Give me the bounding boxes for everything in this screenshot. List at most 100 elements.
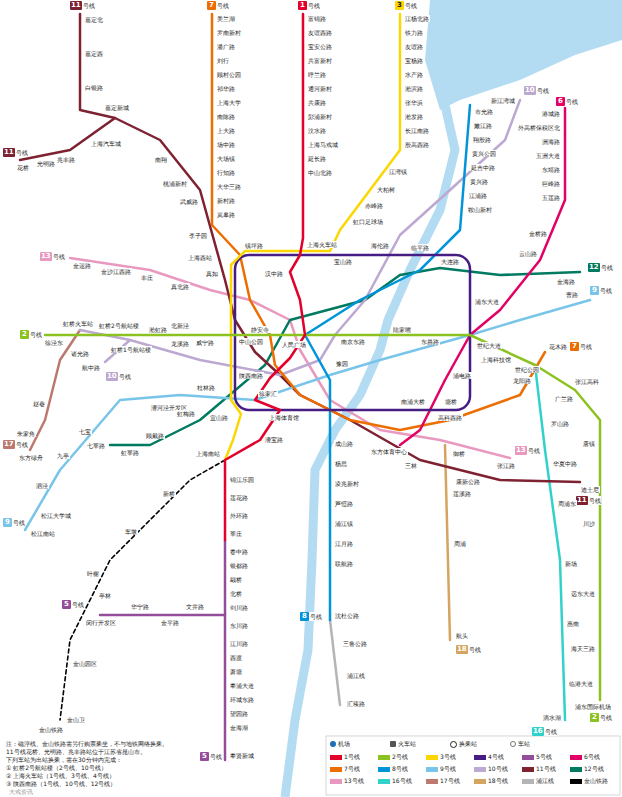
line-badge: 18号线 <box>456 645 481 654</box>
line-suffix: 号线 <box>82 1 95 10</box>
station-name: 新场 <box>564 560 578 567</box>
station-name: 港城路 <box>541 110 561 117</box>
station-name: 南陈路 <box>216 113 236 120</box>
watermark: 大戏资讯 <box>8 788 34 795</box>
line-badge: 2号线 <box>590 713 612 722</box>
station-name: 上海马戏城 <box>307 141 339 148</box>
line-number: 13 <box>40 252 52 261</box>
station-name: 金平路 <box>160 619 180 626</box>
line-suffix: 号线 <box>565 97 578 106</box>
station-name: 莲花路 <box>229 494 249 501</box>
station-name: 锦江乐园 <box>229 476 255 483</box>
station-name: 行知路 <box>216 169 236 176</box>
station-name: 真北路 <box>170 283 190 290</box>
station-name: 金海路 <box>556 278 576 285</box>
station-name: 延长路 <box>307 155 327 162</box>
line-badge: 10号线 <box>524 86 549 95</box>
legend-symbol <box>390 741 396 747</box>
legend-item: 5号线 <box>522 753 552 761</box>
station-name: 浦东大道 <box>474 298 500 305</box>
station-name: 颛桥 <box>229 576 243 583</box>
station-name: 黄兴公园 <box>471 150 497 157</box>
legend-text: 2号线 <box>392 753 408 761</box>
legend-swatch <box>474 779 486 784</box>
estuary <box>425 0 622 110</box>
line-badge: 5号线 <box>200 752 222 761</box>
station-name: 江浦路 <box>468 192 488 199</box>
station-name: 张江高科 <box>574 378 600 385</box>
station-name: 华宁路 <box>130 603 150 610</box>
line-suffix: 号线 <box>599 286 612 295</box>
station-name: 罗南新村 <box>216 29 242 36</box>
station-name: 泗泾 <box>35 482 49 489</box>
station-name: 虹梅路 <box>176 410 196 417</box>
station-name: 金山卫 <box>66 716 86 723</box>
line-badge: 3号线 <box>395 1 417 10</box>
station-name: 莲溪路 <box>452 490 472 497</box>
station-name: 航中路 <box>81 364 101 371</box>
station-name: 杨思 <box>334 460 348 467</box>
station-name: 汇臻路 <box>346 700 366 707</box>
metro-line <box>445 445 450 640</box>
line-badge: 16号线 <box>532 727 557 736</box>
note-text: ① 虹桥2号航站楼（2号线、10号线） <box>5 764 108 771</box>
station-name: 宝安公路 <box>307 43 333 50</box>
station-name: 康新公路 <box>455 478 481 485</box>
legend-swatch <box>570 755 582 760</box>
station-name: 丰庄 <box>140 274 154 281</box>
station-name: 兆丰路 <box>56 156 76 163</box>
line-suffix: 号线 <box>118 372 131 381</box>
station-name: 川沙 <box>582 520 596 527</box>
station-name: 翔殷路 <box>472 136 492 143</box>
line-number: 16 <box>532 727 544 736</box>
station-name: 真如 <box>205 270 219 277</box>
station-name: 豫园 <box>335 360 349 367</box>
station-name: 航头 <box>455 632 469 639</box>
station-name: 光明路 <box>36 160 56 167</box>
metro-line <box>225 14 305 540</box>
legend-swatch <box>522 779 534 784</box>
station-name: 滴水湖 <box>542 714 562 721</box>
note-text: ③ 陕西南路（1号线、10号线、12号线） <box>5 780 117 787</box>
station-name: 汉中路 <box>264 270 284 277</box>
line-badge: 9号线 <box>590 286 612 295</box>
legend-swatch <box>378 767 390 772</box>
station-name: 白银路 <box>84 84 104 91</box>
line-suffix: 号线 <box>404 1 417 10</box>
station-name: 浦电路 <box>452 372 472 379</box>
station-name: 海伦路 <box>370 242 390 249</box>
station-name: 惠南 <box>566 620 580 627</box>
station-name: 上海大学 <box>216 99 242 106</box>
line-suffix: 号线 <box>468 645 481 654</box>
line-number: 11 <box>576 496 588 505</box>
station-name: 虹桥2号航站楼 <box>98 322 140 329</box>
station-name: 叶榭 <box>86 570 100 577</box>
legend-text: 机场 <box>338 740 350 748</box>
legend-item: 金山铁路 <box>570 777 608 785</box>
legend-item: 机场 <box>330 740 350 748</box>
station-name: 共康路 <box>307 99 327 106</box>
legend-text: 4号线 <box>488 753 504 761</box>
station-name: 上海科技馆 <box>480 356 512 363</box>
station-name: 海天三路 <box>570 645 596 652</box>
station-name: 殷高西路 <box>404 141 430 148</box>
legend-item: 4号线 <box>474 753 504 761</box>
legend-swatch <box>426 755 438 760</box>
legend-symbol <box>330 741 336 747</box>
line-suffix: 号线 <box>209 752 222 761</box>
note-text: 11号线花桥、光明路、兆丰路站位于江苏省昆山市。 <box>5 748 147 755</box>
station-name: 陕西南路 <box>238 372 264 379</box>
legend-item: 10号线 <box>474 765 508 773</box>
line-suffix: 号线 <box>29 330 42 339</box>
line-suffix: 号线 <box>15 148 28 157</box>
station-name: 望园路 <box>229 710 249 717</box>
line-badge: 8号线 <box>300 612 322 621</box>
legend-item: 9号线 <box>426 765 456 773</box>
line-suffix: 号线 <box>588 496 601 505</box>
note-text: 下列车站为出站换乘，需在30分钟内完成： <box>5 756 123 763</box>
station-name: 嘉定北 <box>84 16 104 23</box>
legend-swatch <box>426 779 438 784</box>
legend-swatch <box>378 755 390 760</box>
station-name: 淞发路 <box>404 113 424 120</box>
legend-swatch <box>474 755 486 760</box>
